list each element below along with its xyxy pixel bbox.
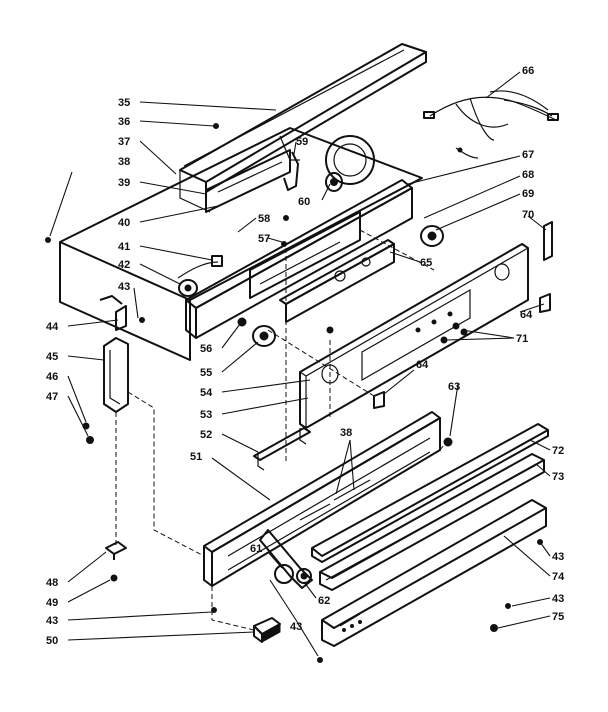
part-59-hook [283,151,299,191]
assembly-lines [115,229,449,631]
callout-36: 36 [118,116,130,128]
callout-61: 61 [250,543,262,555]
callout-56: 56 [200,343,212,355]
part-61-62-mechanism [259,529,313,589]
part-48-49-bracket [105,541,217,613]
callout-59: 59 [296,136,308,148]
callout-37: 37 [118,136,130,148]
callout-39: 39 [118,177,130,189]
part-60-switch [325,135,375,192]
callout-46: 46 [46,371,58,383]
callout-75: 75 [552,611,564,623]
callout-43: 43 [118,281,130,293]
part-42-knob-small [178,279,198,297]
callout-45: 45 [46,351,58,363]
part-66-wire-harness [423,90,559,159]
part-67-control-housing [185,179,413,339]
callout-35: 35 [118,97,130,109]
callout-57: 57 [258,233,270,245]
part-73-glass-strip [319,453,545,591]
part-51-main-rail [203,411,441,587]
callout-43-left: 43 [46,615,58,627]
callout-62: 62 [318,595,330,607]
callout-labels: 35 36 37 38 39 40 41 42 43 44 45 46 47 4… [46,65,565,647]
callout-40: 40 [118,217,130,229]
part-70-handle-bar [543,221,553,261]
callout-64: 64 [520,309,533,321]
part-45-side-bracket [103,337,129,413]
callout-43-lower-right: 43 [552,593,564,605]
part-55-56-knob [237,317,276,347]
callout-67: 67 [522,149,534,161]
callout-68: 68 [522,169,534,181]
part-39-bracket [205,149,291,213]
callout-43-right: 43 [552,551,564,563]
callout-52: 52 [200,429,212,441]
callout-64-mid: 64 [416,359,429,371]
part-43-clip [115,305,127,331]
callout-50: 50 [46,635,58,647]
callout-43-center: 43 [290,621,302,633]
part-35-top-trim [179,43,427,193]
callout-55: 55 [200,367,212,379]
part-69-knob-large [420,225,444,247]
callout-42: 42 [118,259,130,271]
part-63-screw [443,437,453,447]
callout-49: 49 [46,597,58,609]
part-52-spring-bracket [253,427,311,471]
callout-38: 38 [118,156,130,168]
callout-63: 63 [448,381,460,393]
callout-58: 58 [258,213,270,225]
part-41-wire-lead [177,255,223,279]
callout-72: 72 [552,445,564,457]
callout-48: 48 [46,577,58,589]
part-74-bottom-trim [321,499,547,647]
part-50-latch [253,617,281,643]
callout-53: 53 [200,409,212,421]
part-44-screw [139,317,145,323]
callout-44: 44 [46,321,59,333]
callout-70: 70 [522,209,534,221]
part-46-47-screws [82,422,94,444]
callout-54: 54 [200,387,213,399]
callout-51: 51 [190,451,202,463]
part-37-back-panel [59,127,423,361]
callout-71: 71 [516,333,528,345]
part-72-top-strip [311,423,549,563]
part-53-front-panel [299,243,529,429]
callout-47: 47 [46,391,58,403]
leader-lines [49,71,551,657]
callout-73: 73 [552,471,564,483]
callout-60: 60 [298,196,310,208]
callout-69: 69 [522,188,534,200]
part-64-clip [373,293,551,409]
loose-screws [45,123,543,663]
callout-66: 66 [522,65,534,77]
callout-41: 41 [118,241,130,253]
callout-38-rail: 38 [340,427,352,439]
callout-65: 65 [420,257,432,269]
callout-74: 74 [552,571,565,583]
